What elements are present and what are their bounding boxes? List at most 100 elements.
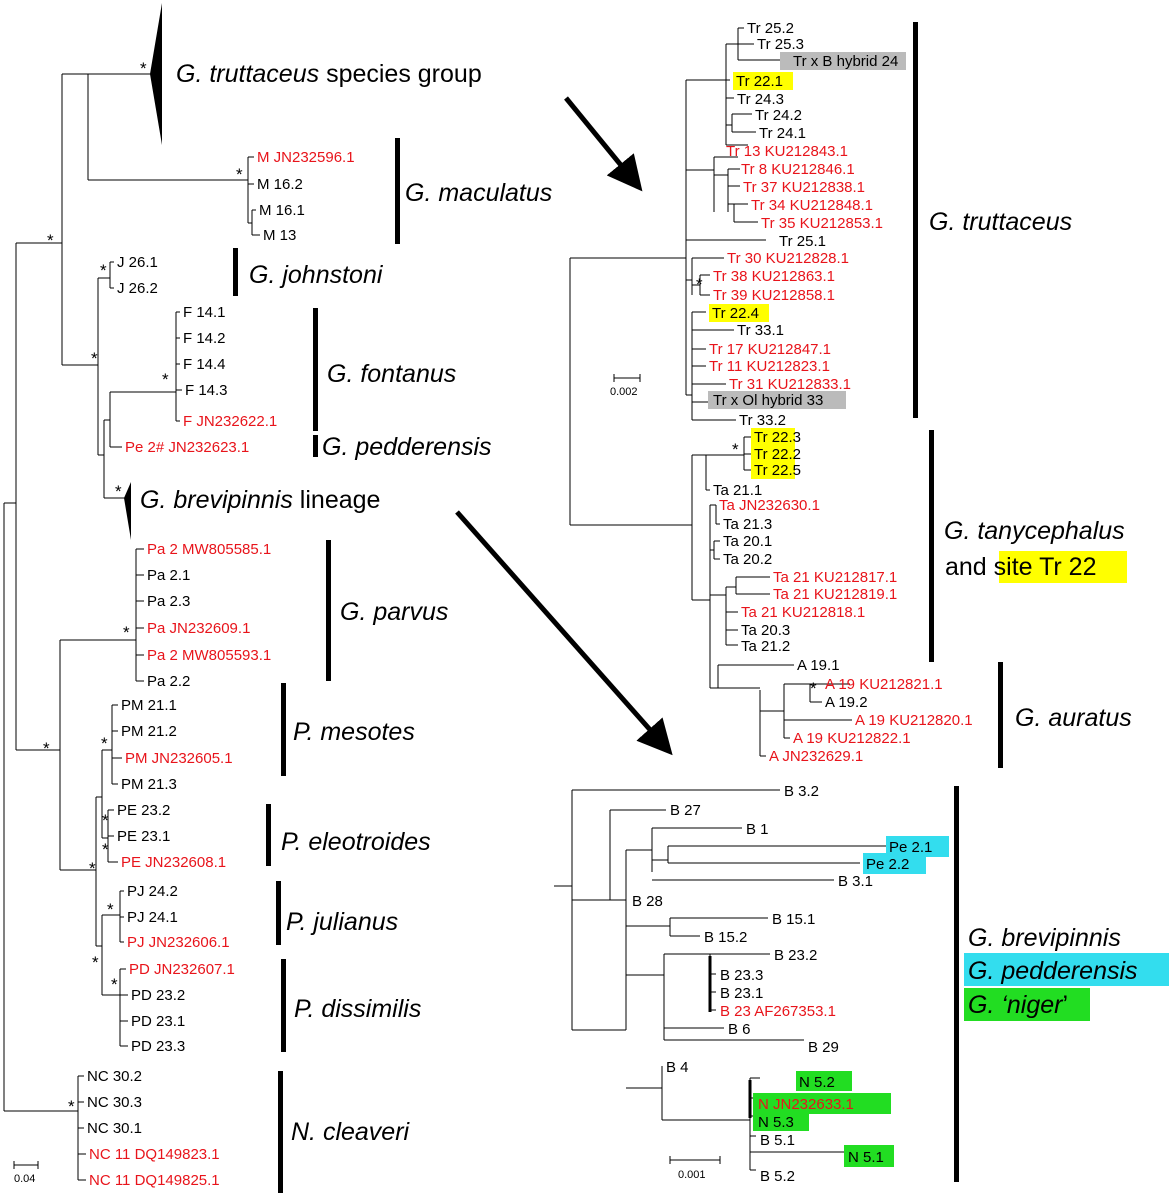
tip-label: Ta 21 KU212818.1 [741, 604, 865, 621]
tip-label: PJ 24.2 [127, 883, 178, 900]
group-label: G. brevipinnis [968, 924, 1121, 952]
support-star: * [111, 975, 118, 994]
tip-label: Tr 24.1 [759, 125, 806, 142]
tip-label: Tr 25.1 [779, 233, 826, 250]
tip-label: A 19 KU212820.1 [855, 712, 973, 729]
group-label: G. parvus [340, 598, 448, 626]
tip-label: N 5.1 [848, 1149, 884, 1166]
scale-bar-truttaceus [613, 374, 641, 382]
tip-label: A 19 KU212821.1 [825, 676, 943, 693]
tip-label: B 3.1 [838, 873, 873, 890]
group-label: P. eleotroides [281, 828, 431, 856]
tip-label: B 23 AF267353.1 [720, 1003, 836, 1020]
tip-label: Tr 24.3 [737, 91, 784, 108]
tip-label: Pa 2 MW805585.1 [147, 541, 271, 558]
tip-label: A 19.1 [797, 657, 840, 674]
tip-label: PD JN232607.1 [129, 961, 235, 978]
brevipinnis-highlights [753, 836, 949, 1167]
scale-label-brevipinnis: 0.001 [678, 1169, 706, 1181]
tip-label: N 5.2 [799, 1074, 835, 1091]
tip-label: PD 23.2 [131, 987, 185, 1004]
scale-label-truttaceus: 0.002 [610, 386, 638, 398]
support-star: * [100, 261, 107, 280]
tip-label: PE 23.2 [117, 802, 170, 819]
collapsed-clade-truttaceus [150, 3, 162, 145]
support-star: * [91, 349, 98, 368]
support-star: * [696, 275, 703, 294]
tip-label: PJ JN232606.1 [127, 934, 230, 951]
support-star: * [101, 734, 108, 753]
main-tree [3, 73, 260, 1181]
tip-label: NC 11 DQ149825.1 [89, 1172, 220, 1189]
tip-label: Ta 21.1 [713, 482, 762, 499]
tip-label: N JN232633.1 [758, 1096, 854, 1113]
tip-label: B 23.3 [720, 967, 763, 984]
tip-label: B 6 [728, 1021, 751, 1038]
tip-label: F 14.4 [183, 356, 226, 373]
tip-label: Pa 2.3 [147, 593, 190, 610]
support-star: * [140, 59, 147, 78]
tip-label: PM 21.1 [121, 697, 177, 714]
brevipinnis-tree [554, 789, 886, 1171]
tip-label: B 29 [808, 1039, 839, 1056]
tip-label: Tr 24.2 [755, 107, 802, 124]
group-label: G. maculatus [405, 179, 552, 207]
tip-label: F JN232622.1 [183, 413, 277, 430]
tip-label: A 19.2 [825, 694, 868, 711]
tip-label: Ta JN232630.1 [719, 497, 820, 514]
group-label: and site Tr 22 [945, 553, 1097, 581]
tip-label: B 28 [632, 893, 663, 910]
tip-label: Tr 25.3 [757, 36, 804, 53]
pedderensis-highlight [964, 953, 1169, 986]
truttaceus-tip-labels: Tr 25.2 Tr 25.3 Tr x B hybrid 24 Tr 22.1… [709, 20, 973, 765]
group-label: G. auratus [1015, 704, 1132, 732]
tip-label: Pe 2.1 [889, 839, 932, 856]
arrow-to-truttaceus [564, 96, 643, 192]
support-star: * [89, 859, 96, 878]
tip-label: Tr 17 KU212847.1 [709, 341, 831, 358]
tip-label: F 14.2 [183, 330, 226, 347]
tip-label: Tr 22.2 [754, 446, 801, 463]
tip-label: Pa 2 MW805593.1 [147, 647, 271, 664]
tip-label: Tr 38 KU212863.1 [713, 268, 835, 285]
tip-label: Tr 22.1 [736, 73, 783, 90]
truttaceus-highlights [708, 52, 906, 479]
tip-label: B 1 [746, 821, 769, 838]
tip-label: F 14.3 [185, 382, 228, 399]
truttaceus-tree [569, 27, 852, 757]
tip-label: B 4 [666, 1059, 689, 1076]
tip-label: J 26.1 [117, 254, 158, 271]
tip-label: A 19 KU212822.1 [793, 730, 911, 747]
main-tip-labels: M JN232596.1 M 16.2 M 16.1 M 13 J 26.1 J… [87, 149, 355, 1189]
scale-bar-main [13, 1161, 39, 1169]
tip-label: B 3.2 [784, 783, 819, 800]
truttaceus-group-bars [913, 22, 1003, 768]
scale-label-main: 0.04 [14, 1173, 35, 1185]
tip-label: M JN232596.1 [257, 149, 355, 166]
tip-label: B 5.2 [760, 1168, 795, 1185]
tip-label: Tr 22.3 [754, 429, 801, 446]
tip-label: NC 30.3 [87, 1094, 142, 1111]
tip-label: Tr 39 KU212858.1 [713, 287, 835, 304]
support-star: * [123, 623, 130, 642]
scale-bar-brevipinnis [669, 1156, 721, 1164]
niger-highlight [964, 988, 1090, 1021]
collapsed-label-truttaceus: G. truttaceus species group [176, 60, 482, 88]
support-stars-main: * * * * * * * * * * * * * * * * * [43, 59, 243, 1116]
tip-label: PE 23.1 [117, 828, 170, 845]
support-star: * [115, 482, 122, 501]
tip-label: Ta 21.3 [723, 516, 772, 533]
site-highlight [999, 551, 1127, 583]
arrow-to-brevipinnis [455, 510, 673, 756]
tip-label: A JN232629.1 [769, 748, 863, 765]
tip-label: B 27 [670, 802, 701, 819]
tip-label: Tr 34 KU212848.1 [751, 197, 873, 214]
main-group-labels: G. maculatus G. johnstoni G. fontanus G.… [249, 179, 552, 1146]
tip-label: NC 30.1 [87, 1120, 142, 1137]
tip-label: Tr 35 KU212853.1 [761, 215, 883, 232]
tip-label: Ta 21 KU212817.1 [773, 569, 897, 586]
support-star: * [236, 165, 243, 184]
tip-label: B 23.1 [720, 985, 763, 1002]
tip-label: B 15.1 [772, 911, 815, 928]
